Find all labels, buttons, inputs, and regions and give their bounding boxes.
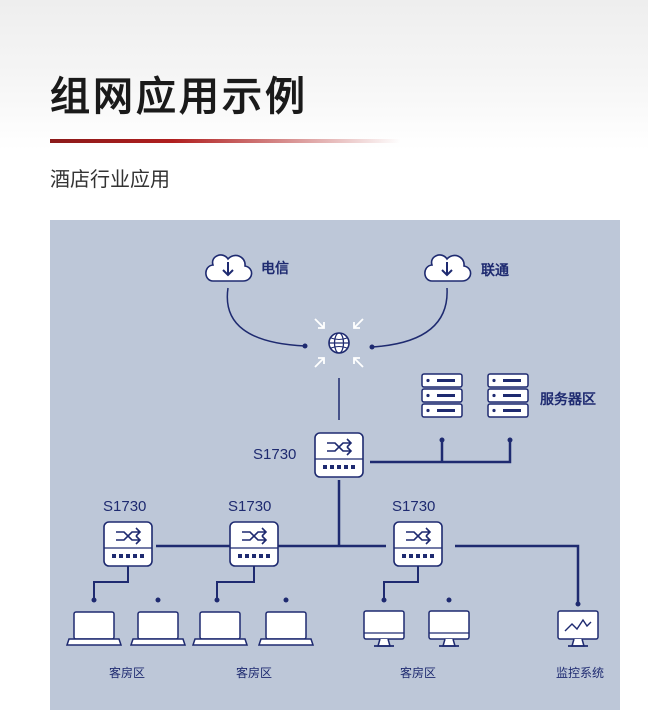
link-access-monitoring [455, 544, 580, 604]
core-switch-icon [314, 432, 364, 478]
laptop-icon-1 [66, 611, 122, 646]
link-access2-clients [216, 566, 255, 600]
access-switch-icon-1 [103, 521, 153, 567]
link-core-servers [370, 440, 512, 464]
zone-label-1: 客房区 [109, 665, 145, 680]
laptop-icon-3 [192, 611, 248, 646]
server-icon-1 [421, 373, 463, 418]
access-switch-label-2: S1730 [228, 498, 271, 515]
laptop-icon-4 [258, 611, 314, 646]
core-switch-label: S1730 [253, 446, 296, 463]
access-switch-label-3: S1730 [392, 498, 435, 515]
router-globe-icon [314, 318, 364, 368]
link-access1-clients [93, 566, 129, 600]
desktop-icon-2 [428, 610, 470, 647]
page-title: 组网应用示例 [50, 74, 308, 120]
server-area-label: 服务器区 [540, 391, 596, 407]
link-access3-clients [383, 566, 419, 600]
surveillance-monitor-icon [557, 610, 599, 647]
title-underline [50, 139, 400, 143]
access-switch-icon-2 [229, 521, 279, 567]
link-unicom-router [371, 287, 448, 348]
zone-label-monitoring: 监控系统 [556, 666, 604, 680]
desktop-icon-1 [363, 610, 405, 647]
page-subtitle: 酒店行业应用 [50, 167, 170, 191]
unicom-cloud-icon [423, 253, 472, 282]
access-switch-label-1: S1730 [103, 498, 146, 515]
link-telecom-router [226, 287, 306, 347]
zone-label-3: 客房区 [400, 665, 436, 680]
telecom-label: 电信 [261, 260, 289, 276]
unicom-label: 联通 [481, 262, 509, 278]
connection-dots [91, 343, 581, 607]
zone-label-2: 客房区 [236, 665, 272, 680]
header-background [0, 0, 648, 150]
telecom-cloud-icon [204, 253, 253, 282]
server-icon-2 [487, 373, 529, 418]
access-switch-icon-3 [393, 521, 443, 567]
connection-lines [93, 287, 580, 604]
laptop-icon-2 [130, 611, 186, 646]
